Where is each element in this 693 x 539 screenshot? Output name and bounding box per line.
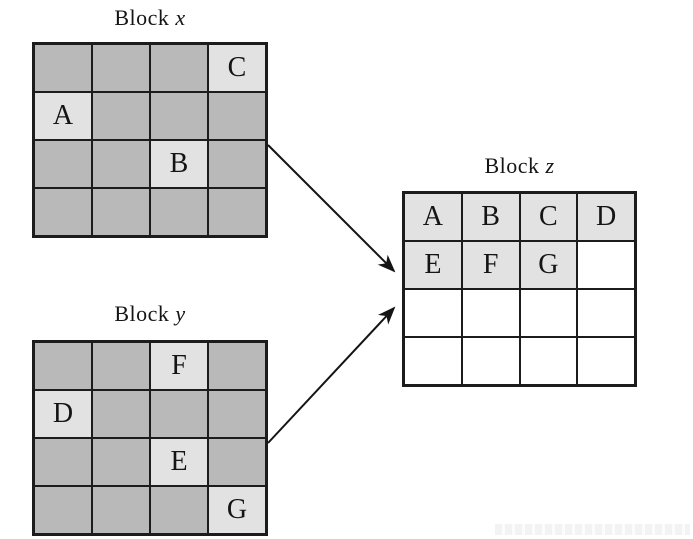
block-y-cell-r2c1 <box>92 438 150 486</box>
block-z-title-var: z <box>545 153 555 178</box>
block-x-title-prefix: Block <box>114 5 176 30</box>
block-y-cell-r1c2 <box>150 390 208 438</box>
block-x-cell-r0c3-c: C <box>208 44 266 92</box>
watermark <box>495 524 690 535</box>
block-z-cell-r2c2 <box>519 289 578 337</box>
block-y-cell-r0c3 <box>208 342 266 390</box>
block-x-title-var: x <box>175 5 186 30</box>
block-y-cell-r0c2-f: F <box>150 342 208 390</box>
block-z-cell-r1c3 <box>577 241 635 289</box>
block-y-cell-r2c0 <box>34 438 92 486</box>
block-z-cell-r0c3-d: D <box>577 193 635 241</box>
block-z-cell-r3c1 <box>461 337 520 385</box>
block-x-cell-r3c1 <box>92 188 150 236</box>
block-y-cell-r3c3-g: G <box>208 486 266 534</box>
block-x-cell-r3c0 <box>34 188 92 236</box>
block-x-cell-r1c1 <box>92 92 150 140</box>
block-x-cell-r0c1 <box>92 44 150 92</box>
block-z-cell-r1c0-e: E <box>404 241 462 289</box>
block-y-cell-r1c0-d: D <box>34 390 92 438</box>
arrow-y-to-z <box>267 306 396 444</box>
arrow-x-to-z <box>267 144 396 273</box>
block-x-cell-r1c2 <box>150 92 208 140</box>
block-y-cell-r3c2 <box>150 486 208 534</box>
block-z-cell-r3c0 <box>404 337 462 385</box>
block-z-cell-r2c0 <box>404 289 462 337</box>
block-x-cell-r2c1 <box>92 140 150 188</box>
block-z-cell-r2c1 <box>461 289 520 337</box>
block-y-cell-r3c1 <box>92 486 150 534</box>
block-z-cell-r0c2-c: C <box>519 193 578 241</box>
block-z-cell-r3c3 <box>577 337 635 385</box>
block-z-title: Block z <box>402 153 637 179</box>
block-z-cell-r0c1-b: B <box>461 193 520 241</box>
block-y-title-prefix: Block <box>114 301 176 326</box>
block-y-title-var: y <box>175 301 186 326</box>
block-z-cell-r2c3 <box>577 289 635 337</box>
block-y-cell-r0c0 <box>34 342 92 390</box>
block-x-cell-r2c3 <box>208 140 266 188</box>
block-z-cell-r1c2-g: G <box>519 241 578 289</box>
block-x-grid: C A B <box>32 42 268 238</box>
block-z-cell-r1c1-f: F <box>461 241 520 289</box>
block-z-cell-r0c0-a: A <box>404 193 462 241</box>
block-y-title: Block y <box>32 301 268 327</box>
block-x-cell-r2c2-b: B <box>150 140 208 188</box>
block-x-cell-r3c2 <box>150 188 208 236</box>
block-x-cell-r0c0 <box>34 44 92 92</box>
block-y-cell-r1c3 <box>208 390 266 438</box>
block-x-cell-r3c3 <box>208 188 266 236</box>
block-x-cell-r1c0-a: A <box>34 92 92 140</box>
block-y-cell-r1c1 <box>92 390 150 438</box>
block-z-title-prefix: Block <box>484 153 546 178</box>
block-x-cell-r2c0 <box>34 140 92 188</box>
block-x-title: Block x <box>32 5 268 31</box>
block-x-cell-r1c3 <box>208 92 266 140</box>
block-y-cell-r0c1 <box>92 342 150 390</box>
block-y-cell-r2c2-e: E <box>150 438 208 486</box>
block-y-cell-r2c3 <box>208 438 266 486</box>
block-y-cell-r3c0 <box>34 486 92 534</box>
block-z-cell-r3c2 <box>519 337 578 385</box>
block-x-cell-r0c2 <box>150 44 208 92</box>
